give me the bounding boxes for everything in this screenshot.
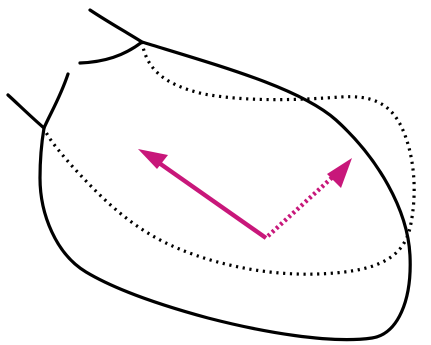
solid-arrow-shaft [152,158,266,238]
dotted-chamber-outline [44,42,414,274]
vessel-left-outline [8,74,68,128]
vessel-upper-outline [80,10,142,63]
dotted-arrow-shaft [268,174,336,236]
dotted-arrowhead [327,158,352,188]
